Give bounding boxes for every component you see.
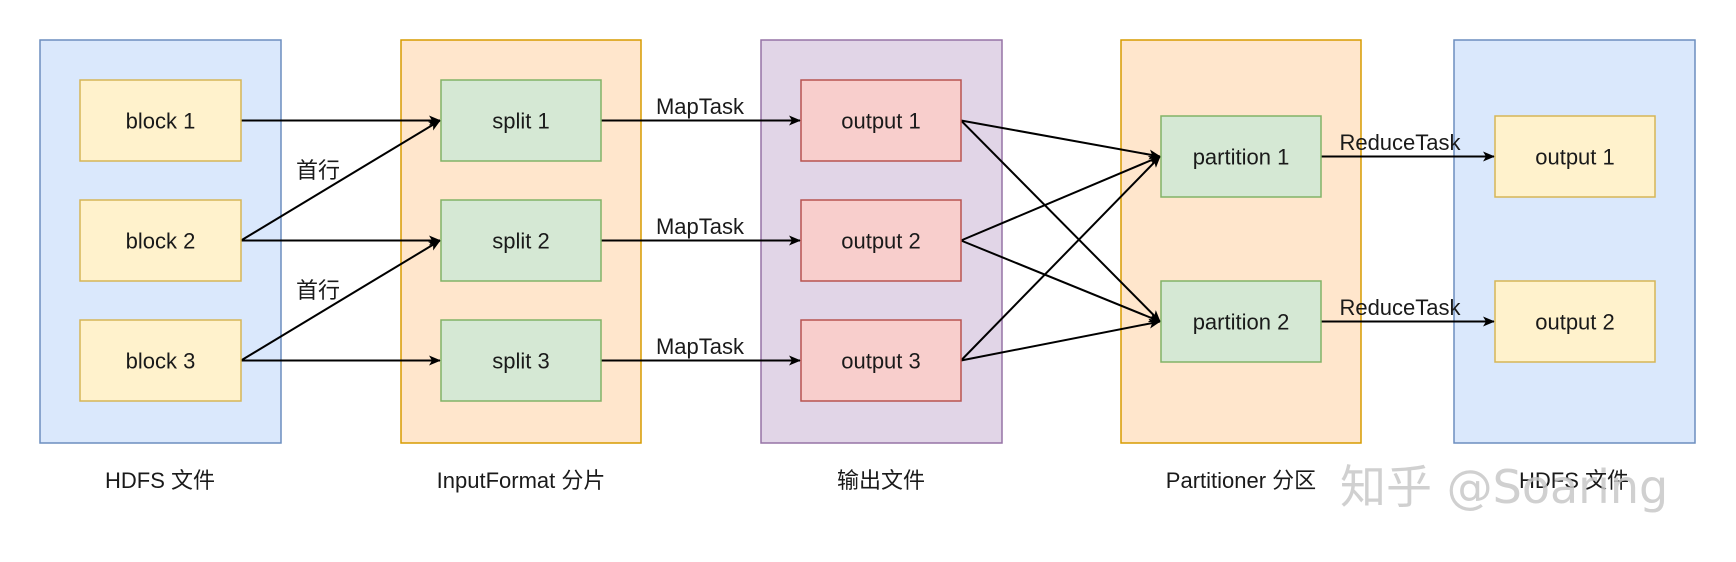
node-split1 — [440, 79, 602, 162]
node-mapout3 — [800, 319, 962, 402]
node-label-mapout2: output 2 — [841, 229, 921, 254]
group-label-hdfs-out: HDFS 文件 — [1519, 468, 1629, 493]
node-block1 — [79, 79, 242, 162]
group-label-partitioner: Partitioner 分区 — [1166, 468, 1316, 493]
node-label-mapout1: output 1 — [841, 109, 921, 134]
node-block2 — [79, 199, 242, 282]
node-label-split3: split 3 — [492, 349, 549, 374]
node-final1 — [1494, 115, 1656, 198]
group-partitioner — [1120, 39, 1362, 444]
node-final2 — [1494, 280, 1656, 363]
edge-mapout1-to-partition1 — [960, 119, 1161, 160]
group-label-hdfs-in: HDFS 文件 — [105, 468, 215, 493]
edge-layer — [240, 115, 1495, 366]
node-label-split2: split 2 — [492, 229, 549, 254]
edge-mapout1-to-partition2 — [960, 119, 1161, 323]
edge-block3-to-split2 — [240, 239, 441, 362]
node-label-block2: block 2 — [126, 229, 196, 254]
edge-label-block2-to-split1: 首行 — [296, 158, 340, 183]
node-label-block3: block 3 — [126, 349, 196, 374]
edge-label-block3-to-split2: 首行 — [296, 278, 340, 303]
edge-mapout3-to-partition2 — [960, 318, 1161, 362]
group-hdfs-out — [1453, 39, 1696, 444]
node-partition1 — [1160, 115, 1322, 198]
node-label-final1: output 1 — [1535, 145, 1615, 170]
node-label-block1: block 1 — [126, 109, 196, 134]
node-split2 — [440, 199, 602, 282]
edge-label-partition2-to-final2: ReduceTask — [1339, 295, 1461, 320]
node-mapout2 — [800, 199, 962, 282]
edge-mapout3-to-partition1 — [960, 155, 1161, 362]
edge-label-split1-to-mapout1: MapTask — [656, 94, 745, 119]
watermark: 知乎 @Soaring — [1340, 460, 1668, 514]
edge-mapout2-to-partition2 — [960, 239, 1161, 323]
node-label-mapout3: output 3 — [841, 349, 921, 374]
node-label-partition1: partition 1 — [1193, 145, 1290, 170]
node-label-partition2: partition 2 — [1193, 310, 1290, 335]
node-layer: block 1 block 2 block 3 split 1 split 2 split… — [79, 79, 1656, 402]
node-split3 — [440, 319, 602, 402]
node-partition2 — [1160, 280, 1322, 363]
node-block3 — [79, 319, 242, 402]
edge-label-split3-to-mapout3: MapTask — [656, 334, 745, 359]
group-label-inputformat: InputFormat 分片 — [437, 468, 606, 493]
edge-mapout2-to-partition1 — [960, 155, 1161, 242]
node-mapout1 — [800, 79, 962, 162]
edge-label-split2-to-mapout2: MapTask — [656, 214, 745, 239]
group-label-output-files: 输出文件 — [837, 468, 925, 493]
label-layer: HDFS 文件 InputFormat 分片 输出文件 Partitioner 分区 H… — [105, 94, 1629, 493]
edge-label-partition1-to-final1: ReduceTask — [1339, 130, 1461, 155]
node-label-split1: split 1 — [492, 109, 549, 134]
node-label-final2: output 2 — [1535, 310, 1615, 335]
edge-block2-to-split1 — [240, 119, 441, 242]
